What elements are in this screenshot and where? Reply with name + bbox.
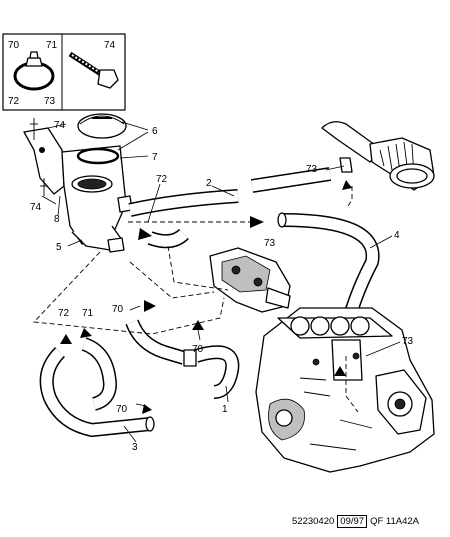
direction-arrows [60, 180, 352, 414]
parts-inset [2, 33, 126, 111]
callout-6: 6 [152, 126, 158, 137]
callout-71: 71 [82, 308, 94, 319]
reference-number: 52230420 [292, 516, 335, 527]
filler-cap [77, 113, 127, 139]
screw-icon [68, 51, 119, 89]
callout-73-middle: 73 [264, 238, 276, 249]
callout-5: 5 [56, 242, 62, 253]
thermostat-housing [209, 247, 291, 313]
hose-clip-icon [13, 51, 55, 91]
leader-lines [41, 121, 401, 443]
callout-70-upper: 70 [112, 304, 124, 315]
hose-2 [128, 167, 332, 217]
callout-72-lower: 72 [58, 308, 70, 319]
callout-74-inset: 74 [104, 40, 116, 51]
diagram-code: QF 11A42A [370, 516, 419, 527]
callout-73-top: 73 [306, 164, 318, 175]
callout-70-middle: 70 [192, 344, 204, 355]
engine-block [255, 307, 435, 473]
hose-1 [125, 319, 240, 399]
callout-70-lower: 70 [116, 404, 128, 415]
callout-72-inset: 72 [8, 96, 20, 107]
callout-74-upper: 74 [54, 120, 66, 131]
callout-73-engine: 73 [402, 336, 414, 347]
callout-74-lower: 74 [30, 202, 42, 213]
cap-seal [76, 147, 120, 165]
hose-3 [39, 337, 155, 437]
callout-73-inset: 73 [44, 96, 56, 107]
callout-1: 1 [222, 404, 228, 415]
callout-labels: 70 71 72 73 74 74 6 7 74 8 5 72 2 73 73 … [8, 40, 414, 453]
callout-70-inset: 70 [8, 40, 20, 51]
callout-4: 4 [394, 230, 400, 241]
callout-72-upper: 72 [156, 174, 168, 185]
reference-lines [33, 186, 359, 413]
callout-2: 2 [206, 178, 212, 189]
callout-8: 8 [54, 214, 60, 225]
callout-3: 3 [132, 442, 138, 453]
air-duct-hose [321, 121, 435, 191]
hose-small-connector [147, 228, 189, 249]
expansion-tank-assembly [23, 113, 133, 253]
revision-date: 09/97 [337, 515, 368, 528]
callout-7: 7 [152, 152, 158, 163]
callout-71-inset: 71 [46, 40, 58, 51]
